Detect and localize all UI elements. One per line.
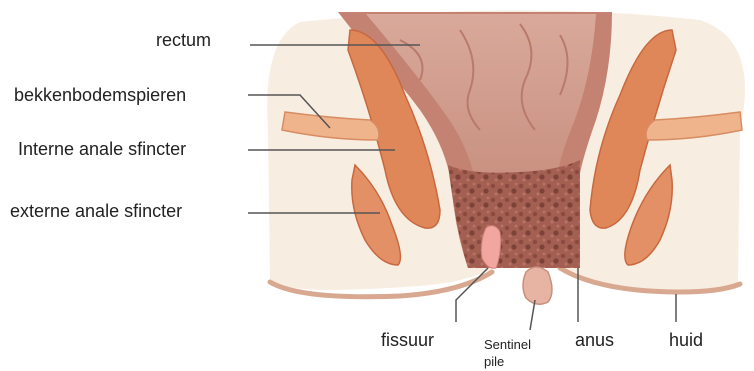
anal-canal-mucosa xyxy=(448,160,580,268)
label-sentinel-line1: Sentinel xyxy=(484,336,531,353)
label-fissure: fissuur xyxy=(381,330,434,351)
label-internal-sphincter: Interne anale sfincter xyxy=(18,139,186,160)
label-sentinel-line2: pile xyxy=(484,353,531,370)
label-pelvic-floor-muscles: bekkenbodemspieren xyxy=(14,85,186,106)
fissure xyxy=(482,226,501,269)
label-external-sphincter: externe anale sfincter xyxy=(10,201,182,222)
leader-sentinel-pile xyxy=(530,300,535,330)
sentinel-pile xyxy=(523,267,552,304)
label-sentinel-pile: Sentinel pile xyxy=(484,336,531,370)
label-skin: huid xyxy=(669,330,703,351)
label-anus: anus xyxy=(575,330,614,351)
label-rectum: rectum xyxy=(156,30,211,51)
